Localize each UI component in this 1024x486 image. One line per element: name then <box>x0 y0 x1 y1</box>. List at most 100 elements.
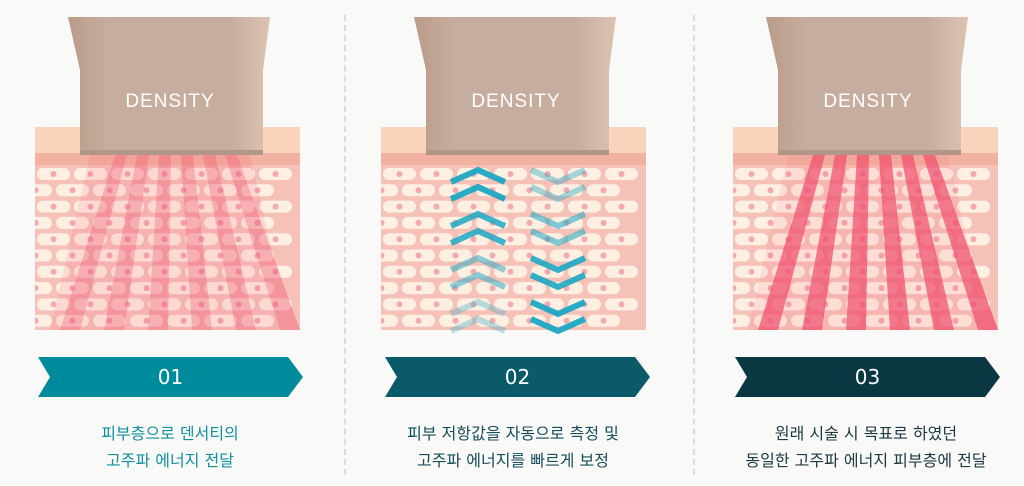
skin-layers <box>35 127 300 330</box>
cell-nucleus <box>381 219 385 226</box>
energy-beams <box>748 155 998 330</box>
cell-nucleus <box>87 301 94 308</box>
step-number: 03 <box>854 365 881 389</box>
density-device: DENSITY <box>766 17 968 155</box>
cell-nucleus <box>433 301 440 308</box>
cell-nucleus <box>143 187 150 194</box>
cell-nucleus <box>507 268 514 275</box>
desc-line: 피부층으로 덴서티의 <box>101 424 239 443</box>
chevron-up-icon <box>449 254 507 273</box>
cell-nucleus <box>272 268 279 275</box>
cell-nucleus <box>272 203 279 210</box>
cell-nucleus <box>254 252 261 259</box>
cell-nucleus <box>767 187 774 194</box>
cell-nucleus <box>470 236 477 243</box>
energy-beam <box>203 155 256 330</box>
banner-arrow-shape <box>735 357 1000 397</box>
cell-nucleus <box>878 219 885 226</box>
cell-nucleus <box>124 268 131 275</box>
cell-nucleus <box>433 171 440 177</box>
cell-nucleus <box>896 203 903 210</box>
energy-beams <box>50 155 300 330</box>
cell <box>733 314 750 327</box>
cell-nucleus <box>841 187 848 194</box>
cell-nucleus <box>180 187 187 194</box>
energy-beam <box>225 155 300 330</box>
cell-nucleus <box>254 187 261 194</box>
cell-nucleus <box>143 285 150 292</box>
chevron-down-icon <box>529 272 587 291</box>
cell-nucleus <box>952 317 959 324</box>
chevron-up-icon <box>449 210 507 229</box>
cell <box>35 184 52 197</box>
skin-chevron-illustration: DENSITY <box>381 17 646 340</box>
energy-beam <box>802 155 847 330</box>
cell-nucleus <box>822 171 829 177</box>
cell-nucleus <box>526 187 533 194</box>
cell-nucleus <box>600 187 607 194</box>
cell-nucleus <box>50 236 57 243</box>
cell-nucleus <box>804 252 811 259</box>
cell-nucleus <box>415 317 422 324</box>
cell <box>733 282 750 295</box>
device-logo: DENSITY <box>471 91 560 112</box>
cell-nucleus <box>124 236 131 243</box>
chevron-up-icon <box>449 227 507 246</box>
cell-nucleus <box>733 187 737 194</box>
cell-nucleus <box>952 285 959 292</box>
cell-nucleus <box>254 285 261 292</box>
cell-nucleus <box>563 317 570 324</box>
cell-nucleus <box>489 252 496 259</box>
chevron-down-icon <box>529 184 587 203</box>
cell-nucleus <box>470 203 477 210</box>
cell-nucleus <box>933 236 940 243</box>
device-logo: DENSITY <box>125 91 214 112</box>
cell-nucleus <box>272 171 279 177</box>
cell-nucleus <box>35 252 39 259</box>
cell-nucleus <box>254 219 261 226</box>
energy-beam <box>846 155 869 330</box>
cell-nucleus <box>618 171 625 177</box>
cell-nucleus <box>489 317 496 324</box>
cell-nucleus <box>69 219 76 226</box>
cell-nucleus <box>618 268 625 275</box>
device-edge <box>426 150 609 155</box>
device-head <box>414 17 616 155</box>
cell-nucleus <box>272 301 279 308</box>
cell-nucleus <box>433 236 440 243</box>
cell-nucleus <box>563 187 570 194</box>
cell-nucleus <box>581 236 588 243</box>
dermis-band <box>381 153 646 165</box>
cell-nucleus <box>50 203 57 210</box>
cell-nucleus <box>618 301 625 308</box>
cell-nucleus <box>69 317 76 324</box>
cell-nucleus <box>217 317 224 324</box>
cell-nucleus <box>143 317 150 324</box>
cell <box>381 314 398 327</box>
cell-nucleus <box>767 219 774 226</box>
device-head <box>68 17 270 155</box>
cell-nucleus <box>933 203 940 210</box>
cell-nucleus <box>396 268 403 275</box>
cell-nucleus <box>217 252 224 259</box>
cell-nucleus <box>396 203 403 210</box>
skin-layers <box>381 127 646 330</box>
energy-beam <box>901 155 954 330</box>
cell-nucleus <box>600 285 607 292</box>
impedance-chevrons <box>449 166 587 335</box>
device-head <box>766 17 968 155</box>
cell <box>35 216 52 229</box>
cell-nucleus <box>733 252 737 259</box>
cell-nucleus <box>217 219 224 226</box>
clip <box>733 330 998 340</box>
clip <box>381 330 646 340</box>
cell-nucleus <box>198 203 205 210</box>
step-1-banner: 01 <box>38 357 303 397</box>
cell-nucleus <box>50 268 57 275</box>
chevron-down-icon <box>529 316 587 335</box>
cell-nucleus <box>785 301 792 308</box>
cell-nucleus <box>748 301 755 308</box>
cell-nucleus <box>507 171 514 177</box>
